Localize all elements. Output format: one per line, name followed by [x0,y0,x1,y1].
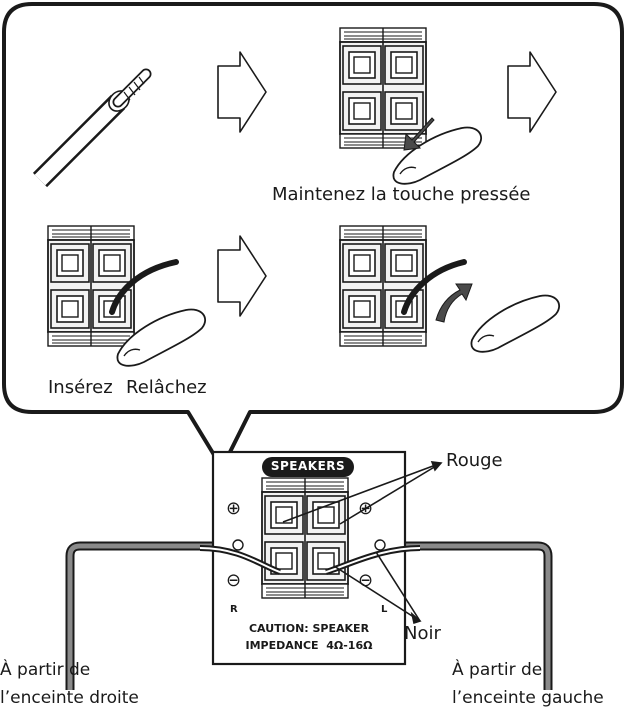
caution-line-2: IMPEDANCE 4Ω-16Ω [245,639,373,652]
label-from-right-line2: l’enceinte droite [0,688,139,708]
release-arrow-icon [435,283,473,323]
terminal-wires [199,545,421,575]
label-from-right-line1: À partir de [0,660,91,680]
label-red-wire: Rouge [446,450,503,471]
speaker-cables [65,541,553,690]
plus-right-symbol: ⊕ [358,498,374,519]
terminal-block-press [340,28,483,185]
leader-lines [282,461,443,625]
caution-line-1: CAUTION: SPEAKER [248,622,370,635]
channel-left-label: L [381,604,388,615]
label-from-left-line1: À partir de [452,660,543,680]
press-arrow-icon [403,117,435,151]
speakers-badge [262,457,354,477]
label-insert: Insérez [48,377,113,398]
minus-right-symbol: ⊖ [358,570,374,591]
minus-left-symbol: ⊖ [226,570,242,591]
label-hold-key: Maintenez la touche pressée [272,184,531,205]
label-black-wire: Noir [404,623,441,644]
terminal-block-release [340,226,561,353]
plus-left-symbol: ⊕ [226,498,242,519]
channel-right-label: R [230,604,238,615]
label-from-left-line2: l’enceinte gauche [452,688,604,708]
terminal-block-insert [48,226,207,367]
label-release: Relâchez [126,377,207,398]
wire-icon [32,68,152,188]
speakers-badge-text: SPEAKERS [270,459,346,473]
